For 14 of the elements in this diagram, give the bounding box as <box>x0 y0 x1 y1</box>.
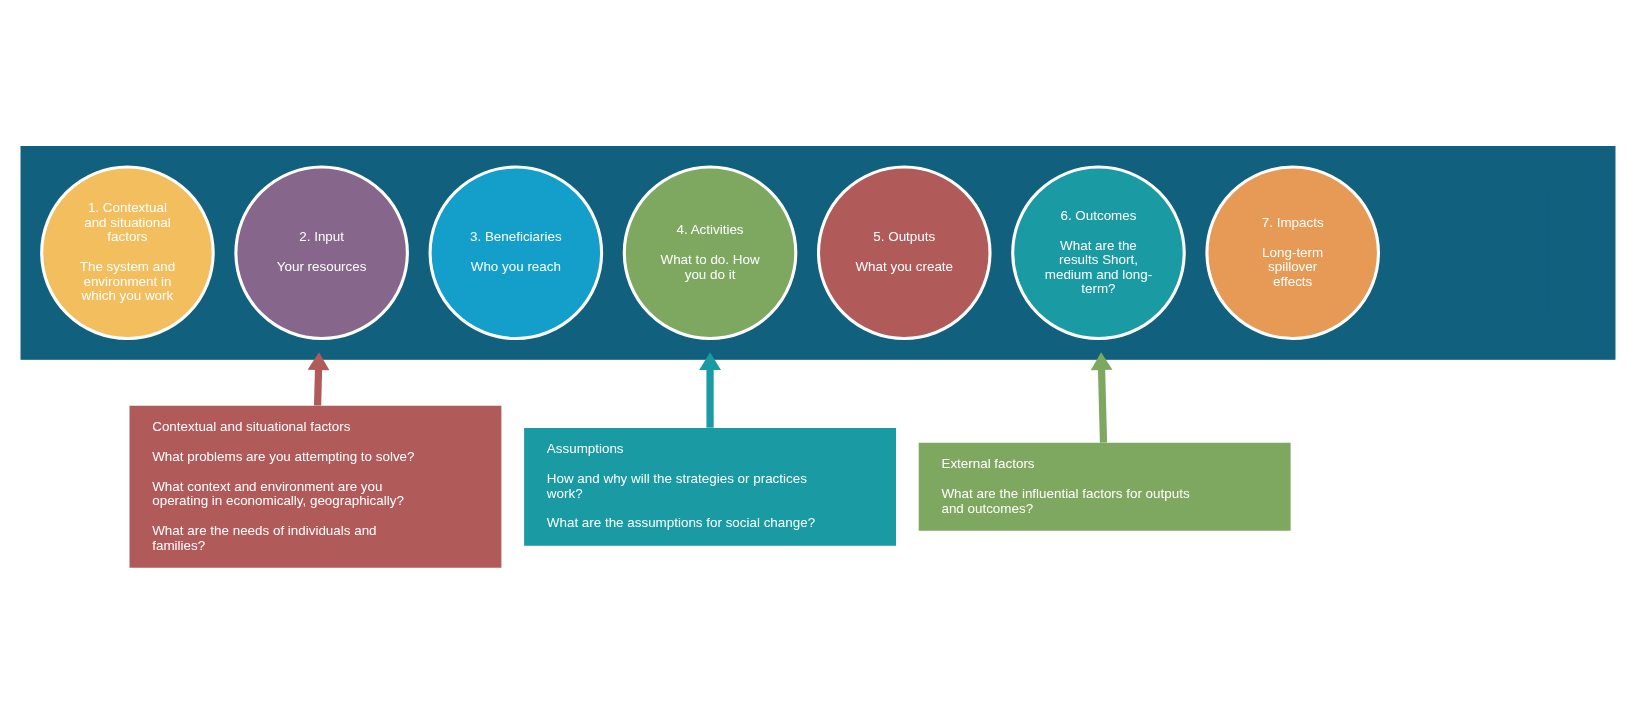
node-circle: 2. Input Your resources <box>234 165 409 340</box>
node-box: Contextual and situational factors What problems are you attempting to solve? What context and environment are you operating in economically, geographically? What are the needs of individuals and families? <box>129 405 502 568</box>
node-circle: 7. Impacts Long-term spillover effects <box>1205 165 1380 340</box>
node-circle: 3. Beneficiaries Who you reach <box>428 165 604 340</box>
cluster <box>20 145 1616 360</box>
node-circle: 6. Outcomes What are the results Short, medium and long-term? <box>1011 165 1186 340</box>
node-circle: 4. Activities What to do. How you do it <box>622 165 798 340</box>
arrow <box>1090 351 1113 443</box>
arrow <box>307 351 330 406</box>
node-circle: 1. Contextual and situational factors The system and environment in which you work <box>40 165 215 340</box>
arrow <box>699 351 721 428</box>
node-box: External factors What are the influential factors for outputs and outcomes? <box>918 442 1291 531</box>
node-circle: 5. Outputs What you create <box>816 165 992 340</box>
node-box: Assumptions How and why will the strategies or practices work? What are the assumptions for social change? <box>524 427 896 546</box>
